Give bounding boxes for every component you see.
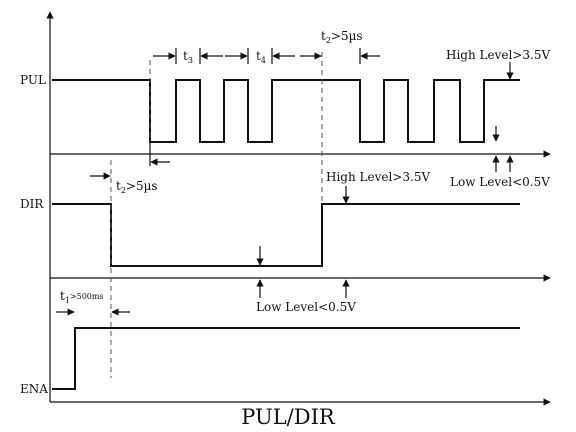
pul-low-level-label: Low Level<0.5V (450, 175, 550, 189)
pul-high-level-label: High Level>3.5V (446, 48, 550, 62)
dir-high-level-label: High Level>3.5V (326, 170, 430, 184)
diagram-caption: PUL/DIR (241, 405, 336, 429)
ena-waveform (52, 327, 520, 390)
dir-low-level-label: Low Level<0.5V (256, 300, 356, 314)
signal-label-pul: PUL (20, 73, 46, 87)
signal-label-dir: DIR (20, 197, 44, 211)
t2-pul-label: t2>5µs (321, 29, 363, 45)
signal-label-ena: ENA (20, 382, 48, 396)
pul-waveform (52, 79, 520, 143)
t2-dir-label: t2>5µs (116, 179, 158, 195)
t1-label: t1>500ms (60, 289, 104, 305)
t3-label: t3 (183, 49, 193, 65)
t4-label: t4 (256, 49, 266, 65)
dir-waveform (52, 203, 520, 267)
